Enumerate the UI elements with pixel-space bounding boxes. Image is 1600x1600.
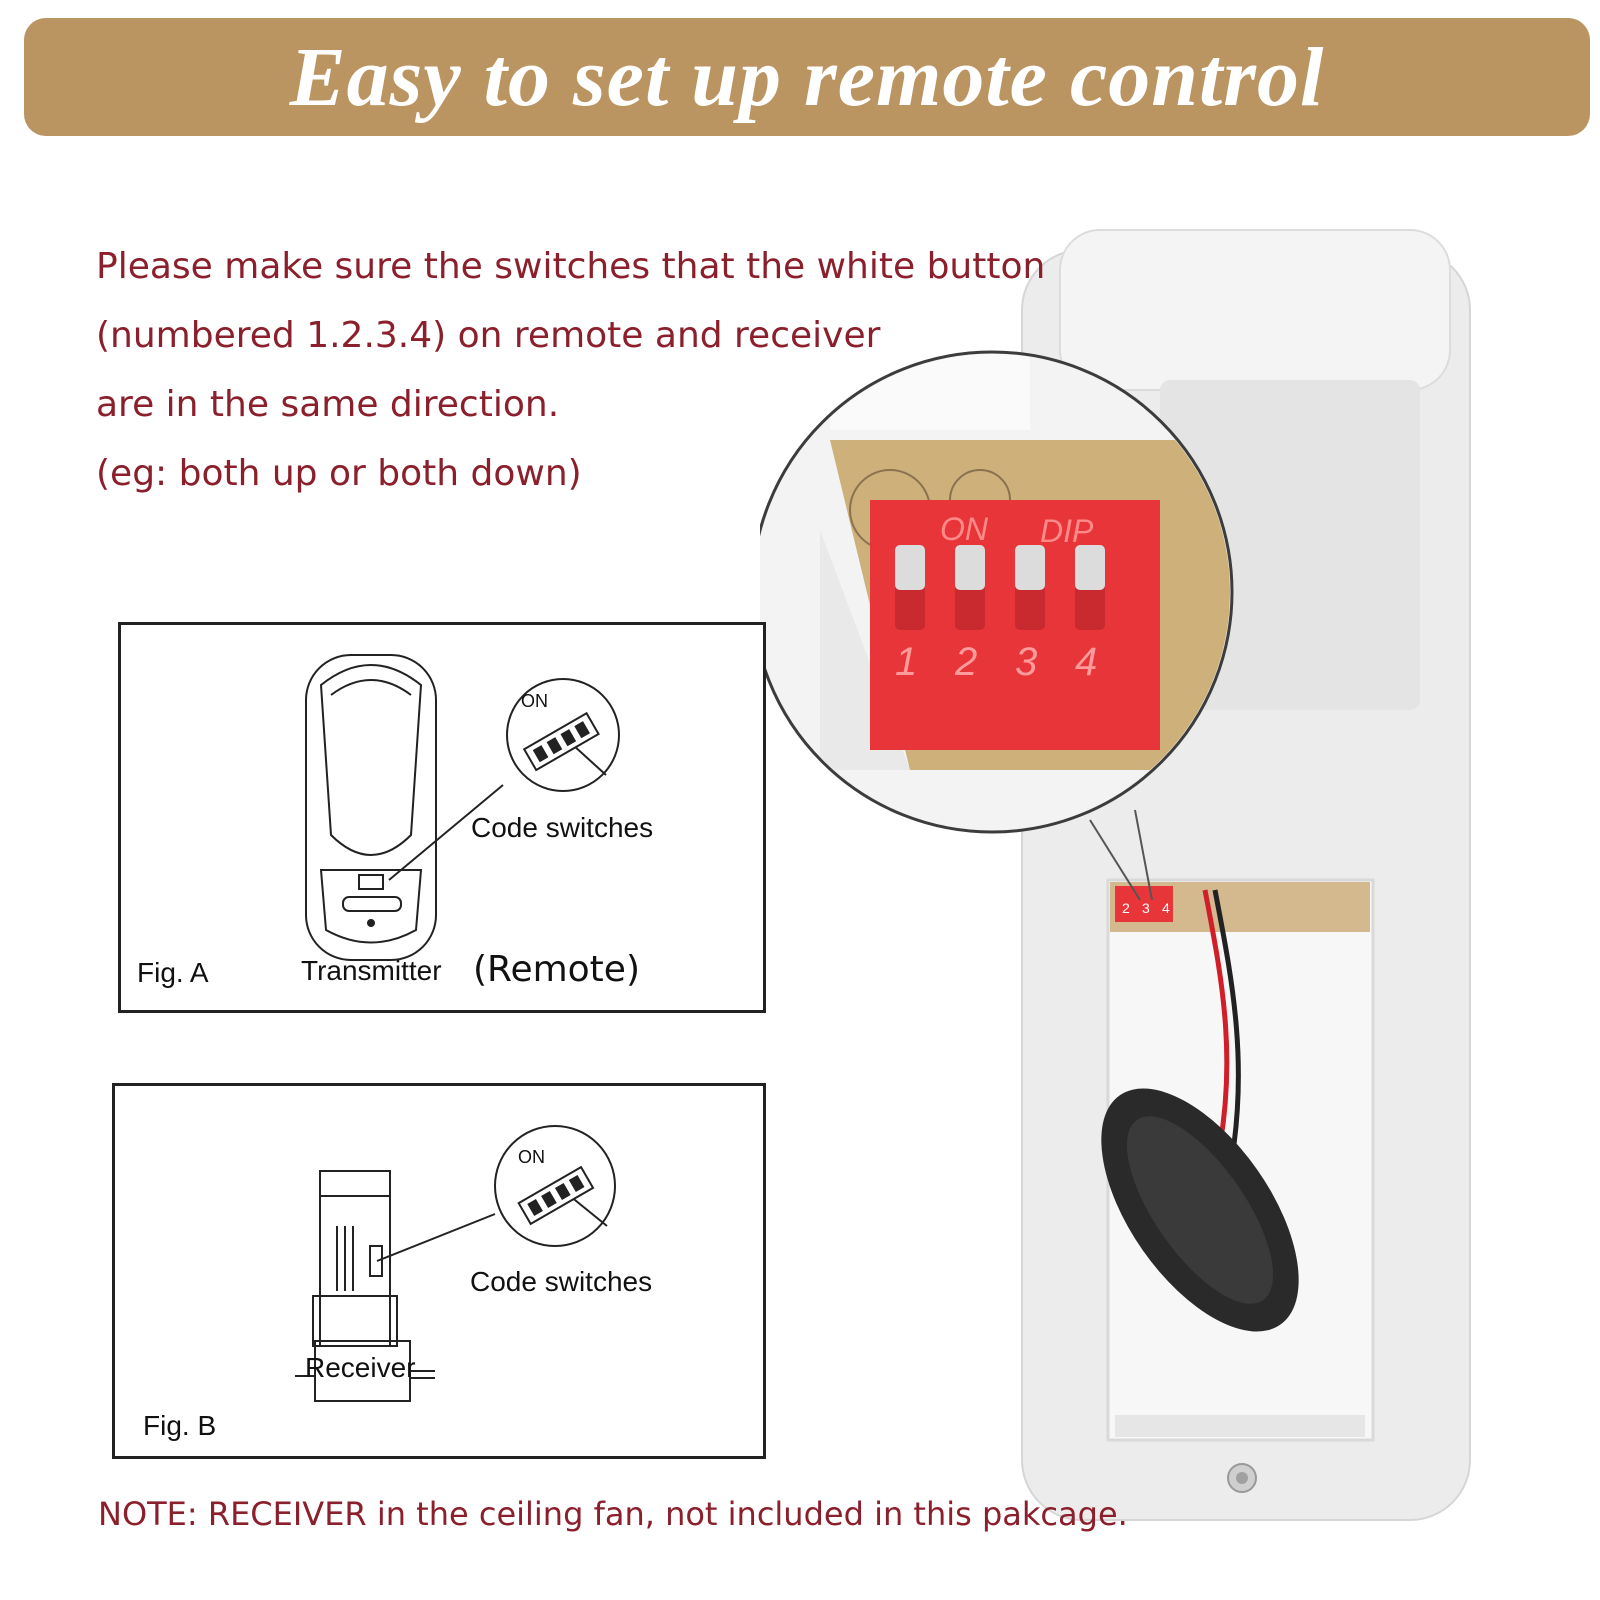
dip-number-1: 1 [895,640,917,684]
dip-number-3: 3 [1015,640,1037,684]
fig-a-label: Transmitter [301,955,442,986]
instructions: Please make sure the switches that the w… [96,232,1076,508]
dip-header-dip: DIP [1040,513,1094,549]
small-dip-number: 3 [1142,900,1150,916]
package-note: NOTE: RECEIVER in the ceiling fan, not i… [98,1495,1128,1533]
fig-a-caption: Fig. A [137,957,209,988]
title-banner: Easy to set up remote control [24,18,1590,136]
instruction-line: are in the same direction. [96,384,560,425]
figure-b: ON Code switches Receiver Fig. B [112,1083,766,1459]
receiver-drawing: ON [295,1125,616,1402]
fig-b-on-label: ON [518,1147,545,1167]
fig-b-label: Receiver [305,1352,416,1383]
small-dip-number: 2 [1122,900,1130,916]
fig-a-callout: Code switches [471,812,654,843]
fig-b-caption: Fig. B [143,1410,217,1441]
dip-number-2: 2 [954,640,977,684]
transmitter-drawing: ON [305,654,620,961]
remote-photo: 2 3 4 ON DIP [760,229,1471,1521]
instruction-line: Please make sure the switches that the w… [96,246,1046,287]
dip-number-4: 4 [1075,640,1097,684]
fig-a-label-paren: (Remote) [473,949,640,990]
small-dip-number: 4 [1162,900,1170,916]
fig-a-on-label: ON [521,691,548,711]
dip-header-on: ON [940,511,989,547]
instruction-line: (eg: both up or both down) [96,453,582,494]
figure-a: ON Code switches Fig. A Transmitter (Rem… [118,622,766,1013]
instruction-line: (numbered 1.2.3.4) on remote and receive… [96,315,881,356]
fig-b-callout: Code switches [470,1266,653,1297]
page-title: Easy to set up remote control [289,30,1325,124]
